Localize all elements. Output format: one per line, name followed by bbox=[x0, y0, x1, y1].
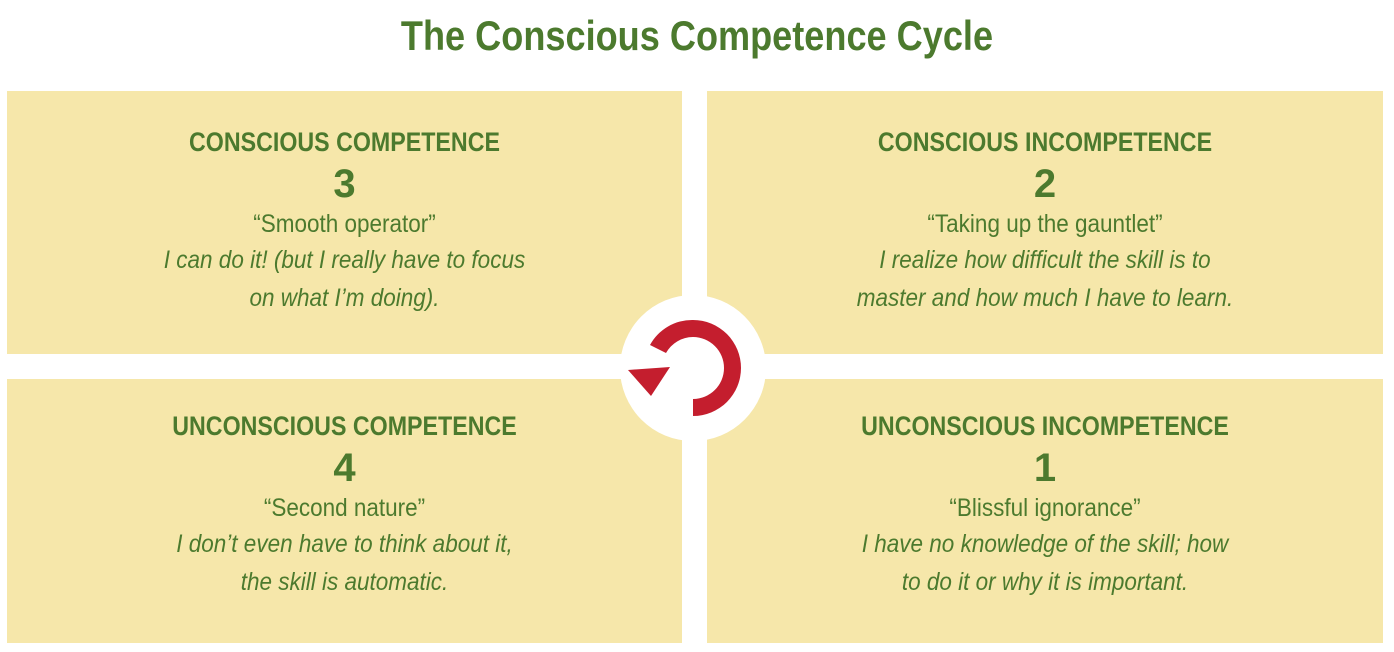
stage-description-line-2: master and how much I have to learn. bbox=[856, 284, 1234, 312]
quadrant-conscious-competence: CONSCIOUS COMPETENCE 3 “Smooth operator”… bbox=[7, 91, 682, 354]
stage-quote: “Taking up the gauntlet” bbox=[927, 210, 1163, 238]
center-circle bbox=[620, 295, 766, 441]
stage-quote: “Second nature” bbox=[263, 494, 426, 522]
stage-number: 4 bbox=[333, 446, 356, 490]
quadrant-heading: UNCONSCIOUS INCOMPETENCE bbox=[861, 411, 1229, 441]
stage-description-line-1: I have no knowledge of the skill; how bbox=[861, 530, 1229, 558]
diagram-title: The Conscious Competence Cycle bbox=[400, 12, 994, 59]
stage-quote: “Smooth operator” bbox=[253, 210, 436, 238]
stage-description-line-1: I don’t even have to think about it, bbox=[176, 530, 513, 558]
quadrant-heading: CONSCIOUS INCOMPETENCE bbox=[877, 127, 1213, 157]
quadrant-heading: UNCONSCIOUS COMPETENCE bbox=[172, 411, 517, 441]
stage-description-line-2: on what I’m doing). bbox=[249, 284, 440, 312]
stage-description-line-1: I realize how difficult the skill is to bbox=[879, 246, 1211, 274]
stage-number: 2 bbox=[1033, 162, 1057, 206]
quadrant-conscious-incompetence: CONSCIOUS INCOMPETENCE 2 “Taking up the … bbox=[707, 91, 1383, 354]
stage-number: 3 bbox=[333, 162, 356, 206]
stage-number: 1 bbox=[1033, 446, 1057, 490]
stage-quote: “Blissful ignorance” bbox=[949, 494, 1141, 522]
quadrant-unconscious-incompetence: UNCONSCIOUS INCOMPETENCE 1 “Blissful ign… bbox=[707, 379, 1383, 643]
stage-description-line-2: the skill is automatic. bbox=[240, 568, 449, 596]
quadrant-heading: CONSCIOUS COMPETENCE bbox=[189, 127, 500, 157]
quadrant-unconscious-competence: UNCONSCIOUS COMPETENCE 4 “Second nature”… bbox=[7, 379, 682, 643]
stage-description-line-2: to do it or why it is important. bbox=[901, 568, 1189, 596]
stage-description-line-1: I can do it! (but I really have to focus bbox=[163, 246, 526, 274]
cycle-arrow-icon bbox=[628, 319, 741, 416]
